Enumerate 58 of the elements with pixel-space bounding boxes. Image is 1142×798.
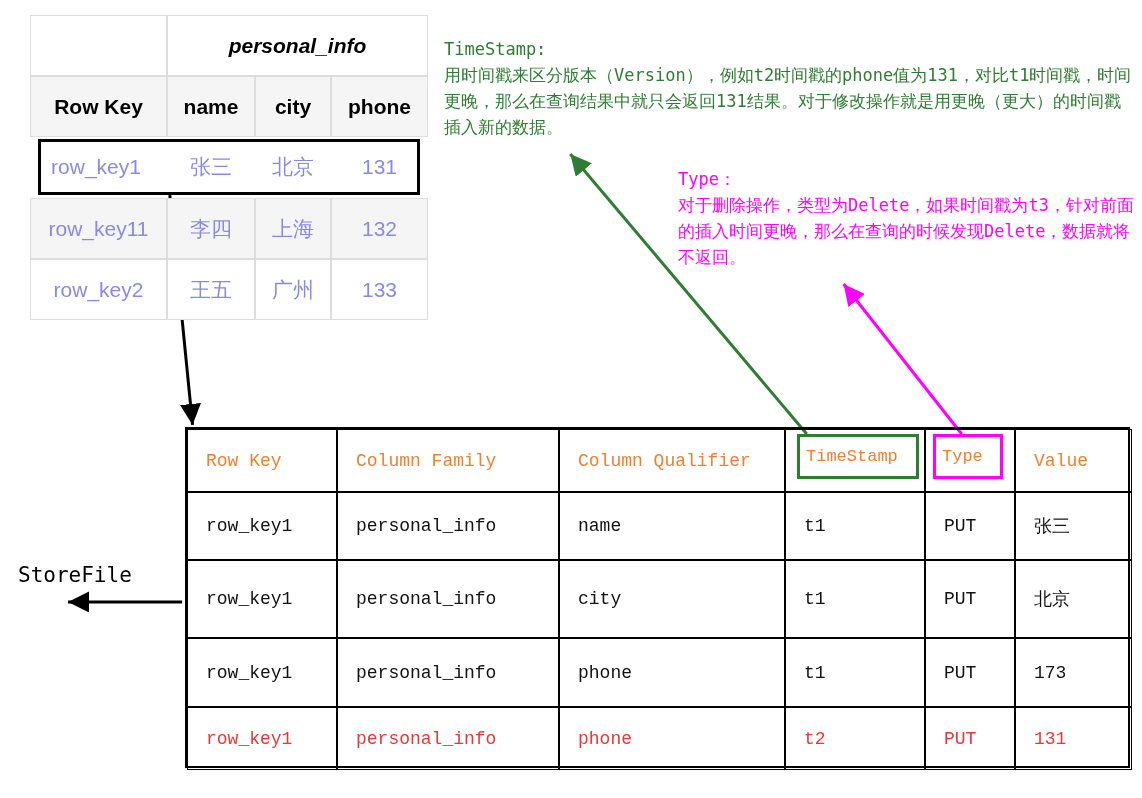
table-cell: PUT [925, 638, 1015, 707]
header-cell: TimeStamp [797, 434, 919, 479]
table-cell: row_key11 [30, 198, 167, 259]
table-cell: Value [1015, 429, 1132, 492]
table-cell: Column Qualifier [559, 429, 785, 492]
header-cell: Type [933, 434, 1003, 479]
table-cell: t1 [785, 560, 925, 638]
text-label: StoreFile [18, 562, 148, 602]
table-cell: 132 [331, 198, 428, 259]
table-cell: phone [331, 76, 428, 137]
table-cell-text: row_key1 [50, 154, 142, 181]
note-text: 用时间戳来区分版本（Version），例如t2时间戳的phone值为131，对比t1时间戳，时间更晚，那么在查询结果中就只会返回131结果。对于修改操作就是用更晚（更大）的时间戳插入新的数据。 [444, 64, 1133, 139]
table-cell: Row Key [187, 429, 337, 492]
table-cell: personal_info [337, 707, 559, 770]
table-cell-text: 北京 [271, 154, 315, 180]
highlighted-row [38, 139, 420, 195]
data-table [30, 15, 428, 323]
table-cell: 李四 [167, 198, 255, 259]
table-cell: personal_info [337, 560, 559, 638]
table-cell-text: 131 [360, 154, 398, 180]
table-cell: name [559, 492, 785, 560]
table-cell: 王五 [167, 259, 255, 320]
table-cell: t2 [785, 707, 925, 770]
table-cell: 张三 [1015, 492, 1132, 560]
table-cell: name [167, 76, 255, 137]
table-cell: city [255, 76, 331, 137]
table-cell: PUT [925, 492, 1015, 560]
table-cell-text: 张三 [189, 154, 233, 180]
arrow [842, 283, 963, 435]
table-cell: 广州 [255, 259, 331, 320]
arrow [68, 591, 183, 613]
table-cell: 北京 [1015, 560, 1132, 638]
table-cell: city [559, 560, 785, 638]
table-cell: PUT [925, 707, 1015, 770]
table-cell: t1 [785, 638, 925, 707]
table-cell: PUT [925, 560, 1015, 638]
table-cell: 上海 [255, 198, 331, 259]
table-cell: 133 [331, 259, 428, 320]
table-cell: Column Family [337, 429, 559, 492]
table-cell: 173 [1015, 638, 1132, 707]
table-cell: row_key1 [187, 492, 337, 560]
table-cell: personal_info [337, 638, 559, 707]
table-cell: row_key1 [187, 707, 337, 770]
note-text: 对于删除操作，类型为Delete，如果时间戳为t3，针对前面的插入时间更晚，那么在查询的时候发现Delete，数据就将不返回。 [678, 194, 1135, 269]
table-cell: personal_info [337, 492, 559, 560]
data-table [185, 427, 1130, 768]
table-cell: row_key1 [187, 638, 337, 707]
table-cell: personal_info [167, 15, 428, 76]
table-cell: phone [559, 707, 785, 770]
table-cell: t1 [785, 492, 925, 560]
table-cell: row_key2 [30, 259, 167, 320]
note-text: TimeStamp: [444, 38, 548, 61]
note-text: Type： [678, 168, 737, 191]
table-cell: Row Key [30, 76, 167, 137]
table-cell: 131 [1015, 707, 1132, 770]
table-cell: phone [559, 638, 785, 707]
table-cell: row_key1 [187, 560, 337, 638]
arrow [569, 153, 808, 435]
